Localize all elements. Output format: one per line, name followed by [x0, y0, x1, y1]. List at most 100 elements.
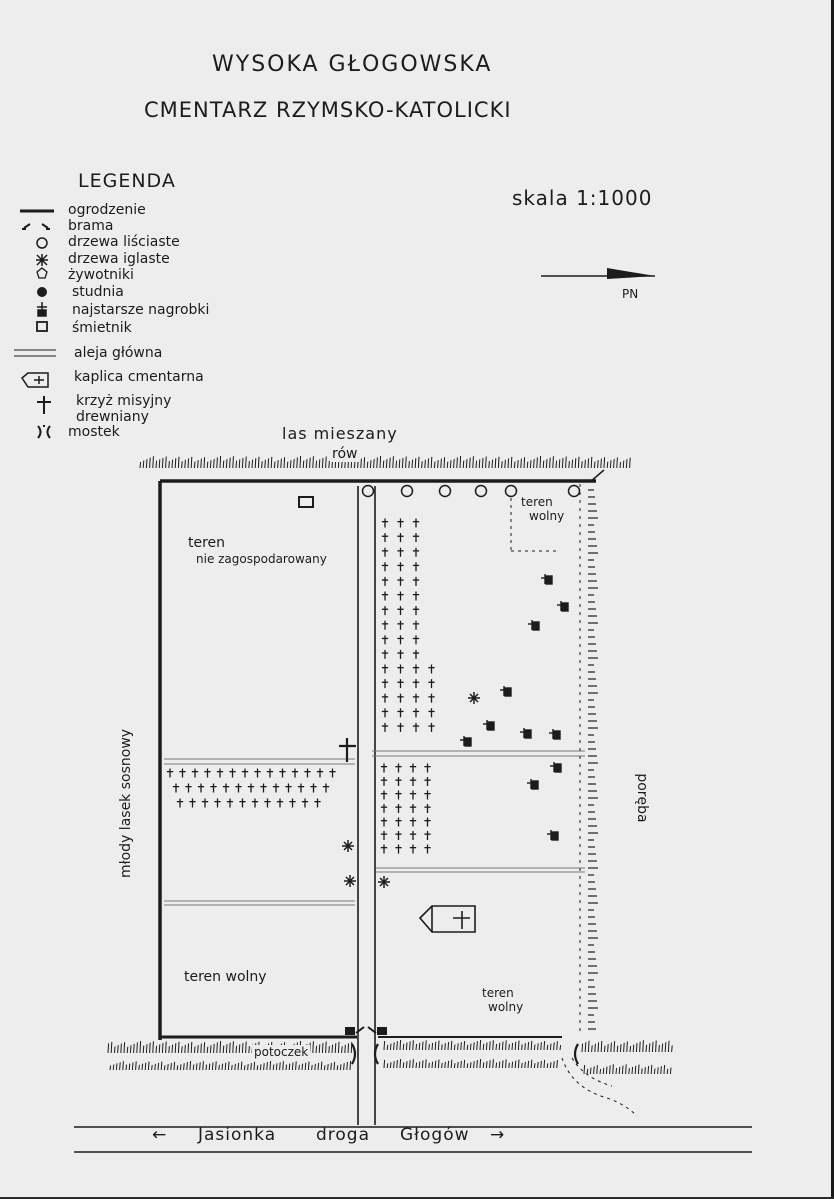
road-arrow-right: → — [490, 1125, 506, 1145]
label-free-top-2: wolny — [529, 509, 565, 523]
grave-cross — [289, 798, 296, 808]
road-label: droga — [316, 1125, 371, 1145]
map-subtitle: CMENTARZ RZYMSKO-KATOLICKI — [144, 98, 512, 122]
grave-cross — [176, 798, 184, 808]
grave-cross — [412, 635, 420, 645]
grave-cross — [397, 547, 404, 557]
conifer-tree — [468, 692, 480, 704]
deciduous-tree — [438, 484, 452, 498]
grave-cross — [424, 804, 431, 813]
grave-cross — [424, 817, 431, 827]
grave-cross — [297, 783, 305, 793]
grave-cross — [424, 763, 431, 773]
grave-cross — [397, 576, 404, 586]
grave-cross — [264, 798, 271, 808]
grave-cross — [222, 783, 230, 793]
grave-cross — [397, 533, 404, 543]
old-grave — [547, 830, 559, 841]
graves — [166, 518, 435, 854]
grave-cross — [381, 620, 389, 630]
grave-cross — [412, 576, 420, 586]
fence-corner — [589, 469, 605, 483]
gate-icon — [22, 223, 50, 230]
grave-cross — [314, 798, 321, 808]
grave-cross — [226, 798, 234, 808]
grave-cross — [412, 722, 420, 732]
road-arrow-left: ← — [152, 1125, 168, 1145]
scan-edge-right — [831, 0, 834, 1199]
grave-cross — [381, 722, 389, 732]
scale-label: skala 1:1000 — [512, 186, 653, 210]
grave-cross — [409, 790, 417, 800]
grave-cross — [381, 679, 389, 689]
label-undeveloped-2: nie zagospodarowany — [196, 552, 327, 566]
legend-item-conifer: drzewa iglaste — [68, 251, 170, 267]
mission-cross — [339, 738, 356, 762]
label-free-bottom-left: teren wolny — [184, 969, 267, 985]
old-grave — [520, 728, 532, 739]
legend-title: LEGENDA — [78, 170, 176, 192]
grave-cross — [397, 635, 404, 645]
grave-cross — [428, 693, 435, 703]
main-alley — [357, 486, 376, 1125]
road-from: Jasionka — [198, 1125, 277, 1145]
old-grave — [550, 762, 562, 773]
grave-cross — [395, 763, 402, 773]
main-alley-icon — [14, 349, 56, 357]
grave-cross — [214, 798, 221, 808]
legend-item-old-graves: najstarsze nagrobki — [72, 302, 210, 318]
grave-cross — [397, 649, 404, 659]
legend-item-gate: brama — [68, 218, 114, 234]
deciduous-tree — [567, 484, 581, 498]
grave-cross — [412, 620, 420, 630]
grave-cross — [247, 783, 255, 793]
label-ditch: rów — [330, 446, 360, 462]
trash-bin — [298, 496, 314, 508]
grave-cross — [329, 768, 336, 778]
old-grave — [527, 779, 539, 790]
clearing-hatching — [588, 489, 598, 1030]
grave-cross — [285, 783, 292, 793]
grave-cross — [397, 591, 404, 601]
grave-cross — [276, 798, 284, 808]
grave-cross — [316, 768, 324, 778]
grave-cross — [272, 783, 280, 793]
conifer-tree — [342, 840, 354, 852]
grave-cross — [412, 606, 420, 616]
grave-cross — [380, 844, 388, 854]
grave-cross — [395, 804, 402, 813]
side-alleys — [164, 750, 585, 906]
label-stream: potoczek — [252, 1045, 311, 1060]
grave-cross — [380, 817, 388, 827]
grave-cross — [412, 518, 420, 528]
road-to: Głogów — [400, 1125, 470, 1145]
grave-cross — [381, 518, 389, 528]
label-free-bottom-right-2: wolny — [488, 1000, 524, 1014]
label-pine-forest: młody lasek sosnowy — [118, 728, 134, 878]
scan-edge-bottom — [0, 1197, 834, 1199]
conifer-tree-icon — [36, 254, 48, 266]
grave-cross — [397, 693, 404, 703]
legend-item-well: studnia — [72, 284, 124, 300]
grave-cross — [381, 635, 389, 645]
grave-cross — [409, 817, 417, 827]
grave-cross — [428, 708, 435, 718]
chapel-icon — [21, 372, 49, 388]
grave-cross — [172, 783, 180, 793]
grave-cross — [412, 679, 420, 689]
grave-cross — [395, 844, 402, 854]
grave-cross — [380, 777, 388, 786]
grave-cross — [424, 777, 431, 786]
grave-cross — [304, 768, 311, 778]
deciduous-tree — [361, 484, 375, 498]
map-title: WYSOKA GŁOGOWSKA — [212, 52, 493, 77]
grave-cross — [301, 798, 309, 808]
grave-cross — [397, 620, 404, 630]
grave-cross — [254, 768, 261, 778]
grave-cross — [412, 693, 420, 703]
grave-cross — [179, 768, 186, 778]
old-grave — [500, 686, 512, 697]
grave-cross — [197, 783, 205, 793]
grave-cross — [189, 798, 196, 808]
